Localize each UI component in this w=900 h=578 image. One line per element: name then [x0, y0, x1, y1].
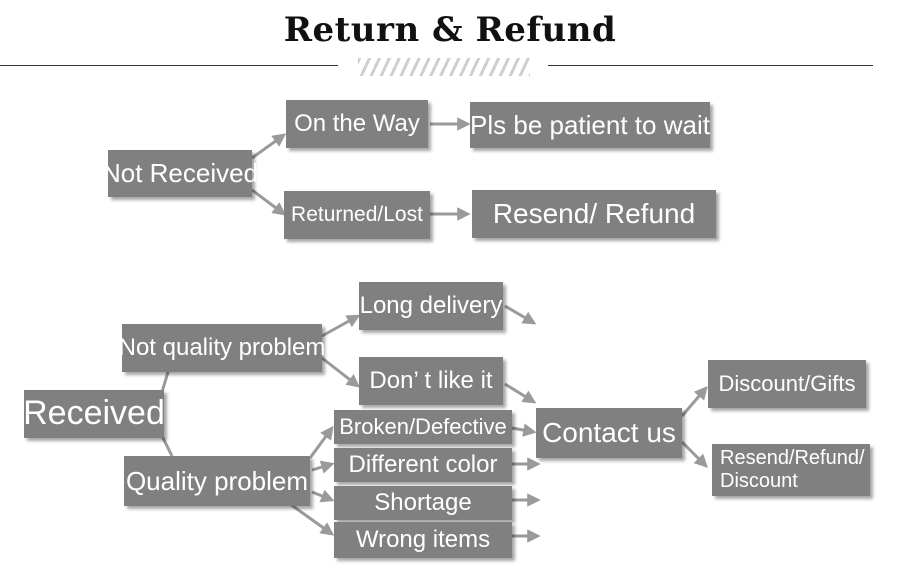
arrow-contact-resend	[680, 440, 708, 468]
node-different-color: Different color	[334, 448, 512, 482]
node-not-received: Not Received	[102, 150, 258, 197]
arrow-notquality-dontlike	[321, 356, 361, 388]
node-not-quality-problem: Not quality problem	[119, 324, 325, 372]
node-received: Received	[23, 390, 165, 438]
node-wrong-items: Wrong items	[334, 522, 512, 558]
title-rule-right	[548, 65, 873, 66]
arrow-contact-discount	[680, 385, 708, 417]
node-long-delivery: Long delivery	[359, 282, 503, 330]
title-hatch-decoration	[358, 58, 530, 76]
node-pls-wait: Pls be patient to wait	[470, 102, 710, 148]
title-rule-left	[0, 65, 338, 66]
node-shortage: Shortage	[334, 486, 512, 520]
arrow-quality-color	[311, 460, 335, 474]
link-received-quality	[160, 435, 174, 457]
arrow-long-out	[504, 304, 537, 325]
node-on-the-way: On the Way	[286, 100, 428, 148]
node-resend-refund: Resend/ Refund	[472, 190, 716, 238]
link-received-notquality	[160, 371, 170, 393]
node-broken-defective: Broken/Defective	[334, 410, 512, 444]
node-dont-like-it: Don’ t like it	[359, 357, 503, 405]
arrow-quality-wrong	[289, 502, 335, 536]
arrow-broken-contact	[511, 423, 537, 437]
arrow-notreceived-ontheway	[251, 133, 287, 160]
arrow-notquality-long	[321, 314, 361, 338]
node-resend-refund-discount: Resend/Refund/ Discount	[712, 444, 870, 496]
arrow-quality-broken	[308, 425, 334, 459]
node-returned-lost: Returned/Lost	[284, 191, 430, 239]
node-discount-gifts: Discount/Gifts	[708, 360, 866, 408]
node-contact-us: Contact us	[536, 408, 682, 458]
node-quality-problem: Quality problem	[124, 456, 310, 506]
arrow-dontlike-contact	[504, 382, 537, 404]
page-title: Return & Refund	[283, 10, 617, 50]
arrow-notreceived-returned	[251, 188, 287, 216]
arrow-quality-shortage	[311, 489, 335, 503]
